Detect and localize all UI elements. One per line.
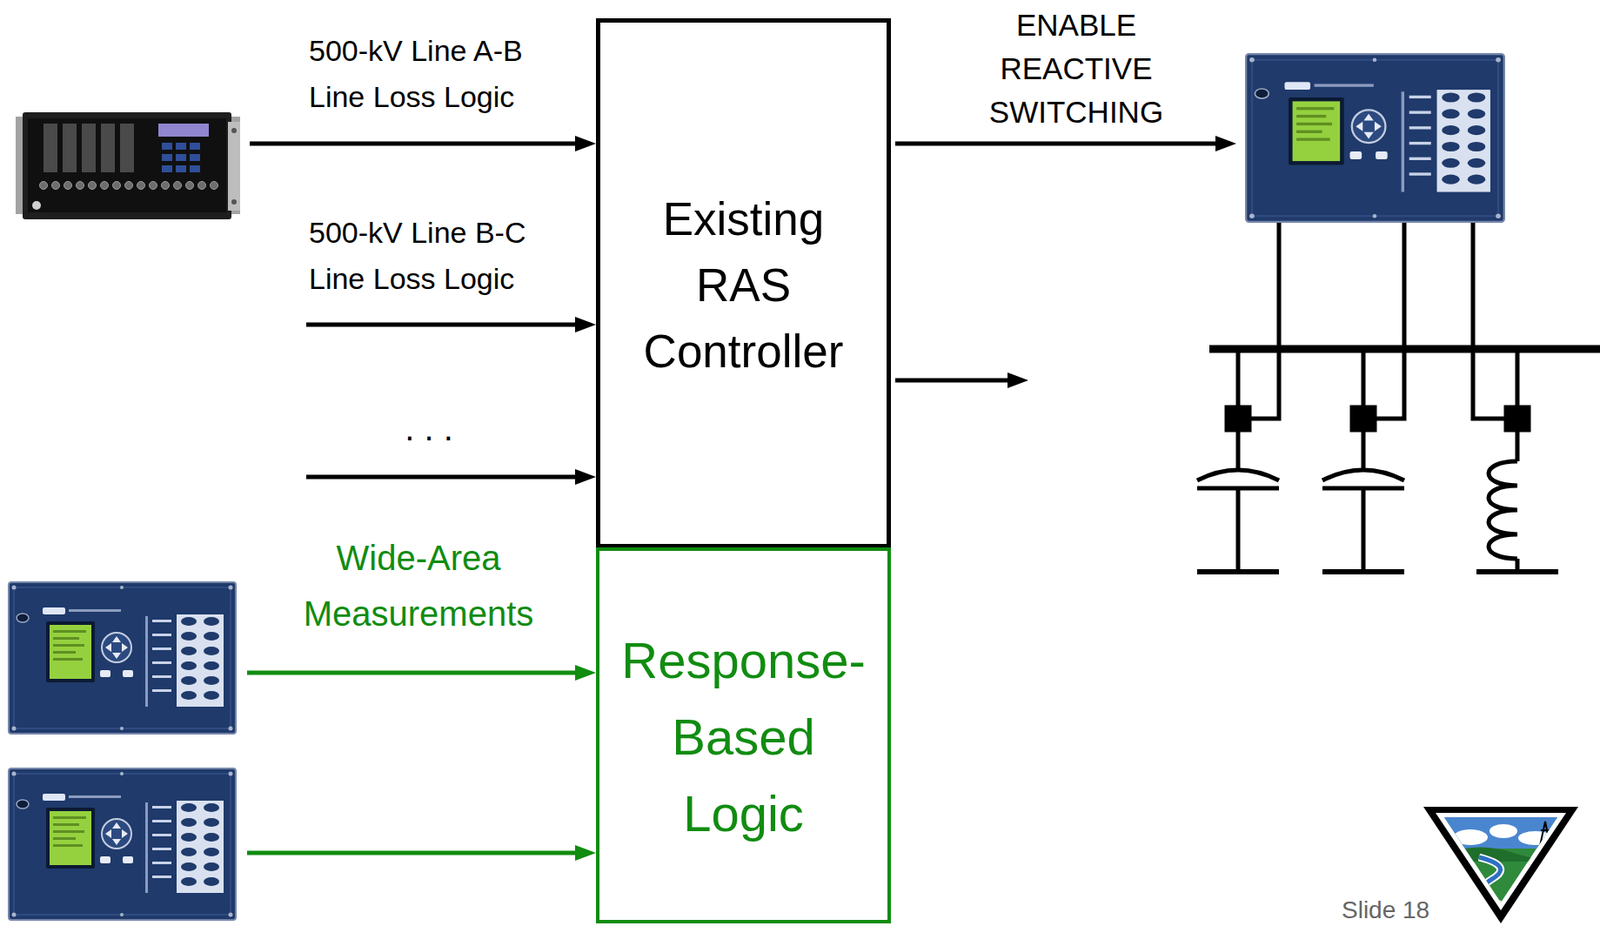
signal-label: 500-kV Line B-C Line Loss Logic — [308, 209, 544, 302]
pmu-relay — [8, 768, 236, 920]
signal-label: 500-kV Line A-B Line Loss Logic — [308, 27, 544, 121]
box-content: Response-Based Logic — [613, 622, 875, 852]
one-line-diagram — [1197, 222, 1600, 572]
ellipsis: . . . — [376, 401, 482, 455]
output-label: ENABLE REACTIVE SWITCHING — [976, 3, 1177, 134]
box-content: Existing RAS Controller — [626, 186, 862, 385]
box-text: Existing RAS Controller — [626, 186, 862, 385]
box-text: Response-Based Logic — [613, 622, 875, 852]
slide-number: Slide 18 — [1341, 895, 1430, 925]
agency-logo — [1423, 806, 1579, 924]
signal-label: Wide-Area Measurements — [287, 529, 549, 642]
line-relay — [15, 112, 241, 220]
controller-box: Existing RAS Controller — [595, 18, 891, 549]
switching-relay — [1245, 53, 1505, 222]
signal-arrows — [247, 143, 1226, 853]
logic-box: Response-Based Logic — [595, 547, 891, 924]
pmu-relay — [8, 582, 236, 734]
